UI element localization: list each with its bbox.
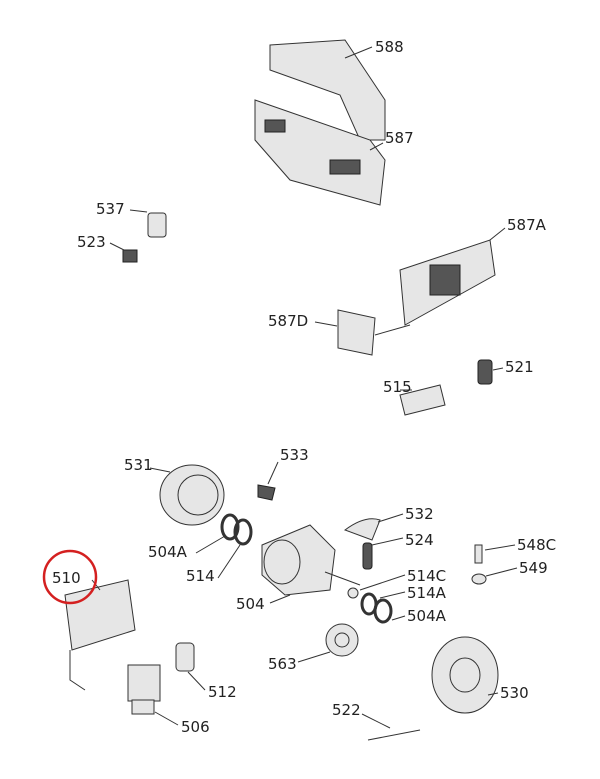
label-514C: 514C [407,567,446,585]
label-504A-left: 504A [148,543,188,561]
label-521: 521 [505,358,534,376]
part-504A-bearing-left[interactable] [195,513,240,554]
part-587D-board[interactable] [314,309,411,356]
label-522: 522 [332,701,361,719]
part-531-fan-wheel[interactable] [149,464,225,526]
part-510-inverter[interactable] [64,579,136,691]
label-504: 504 [236,595,265,613]
part-504-motor[interactable] [261,524,361,604]
label-514: 514 [186,567,215,585]
label-515: 515 [383,378,412,396]
highlight-circle-510 [42,549,98,605]
label-587D: 587D [268,312,308,330]
label-549: 549 [519,559,548,577]
part-549-cap[interactable] [471,567,518,585]
label-548C: 548C [517,536,556,554]
part-515-door-lock[interactable] [399,384,446,416]
label-506: 506 [181,718,210,736]
part-537-capacitor[interactable] [129,209,167,238]
part-587-control-board[interactable] [254,99,386,206]
part-563-pulley[interactable] [297,623,359,663]
part-548C-sensor[interactable] [474,544,516,564]
part-522-belt[interactable] [361,713,421,741]
label-588: 588 [375,38,404,56]
label-530: 530 [500,684,529,702]
label-523: 523 [77,233,106,251]
part-533-brush[interactable] [257,461,279,501]
label-587: 587 [385,129,414,147]
part-514-ring[interactable] [217,518,253,579]
label-531: 531 [124,456,153,474]
part-587A-board[interactable] [399,227,506,326]
label-514A: 514A [407,584,447,602]
part-512-capacitor[interactable] [175,642,206,691]
label-537: 537 [96,200,125,218]
part-521-switch[interactable] [477,359,504,385]
part-514A-ring[interactable] [360,591,406,616]
label-512: 512 [208,683,237,701]
label-524: 524 [405,531,434,549]
part-530-fan-wheel[interactable] [431,636,499,714]
part-504A-bearing-right[interactable] [373,598,406,624]
label-510: 510 [52,569,81,587]
part-514C-washer[interactable] [347,574,406,599]
part-506-pump[interactable] [127,664,179,726]
label-504A-right: 504A [407,607,447,625]
label-587A: 587A [507,216,547,234]
part-532-bracket[interactable] [343,513,404,541]
label-563: 563 [268,655,297,673]
label-532: 532 [405,505,434,523]
part-524-spring[interactable] [362,537,404,570]
label-533: 533 [280,446,309,464]
part-523-connector[interactable] [109,242,138,263]
part-588-cover[interactable] [269,39,386,141]
